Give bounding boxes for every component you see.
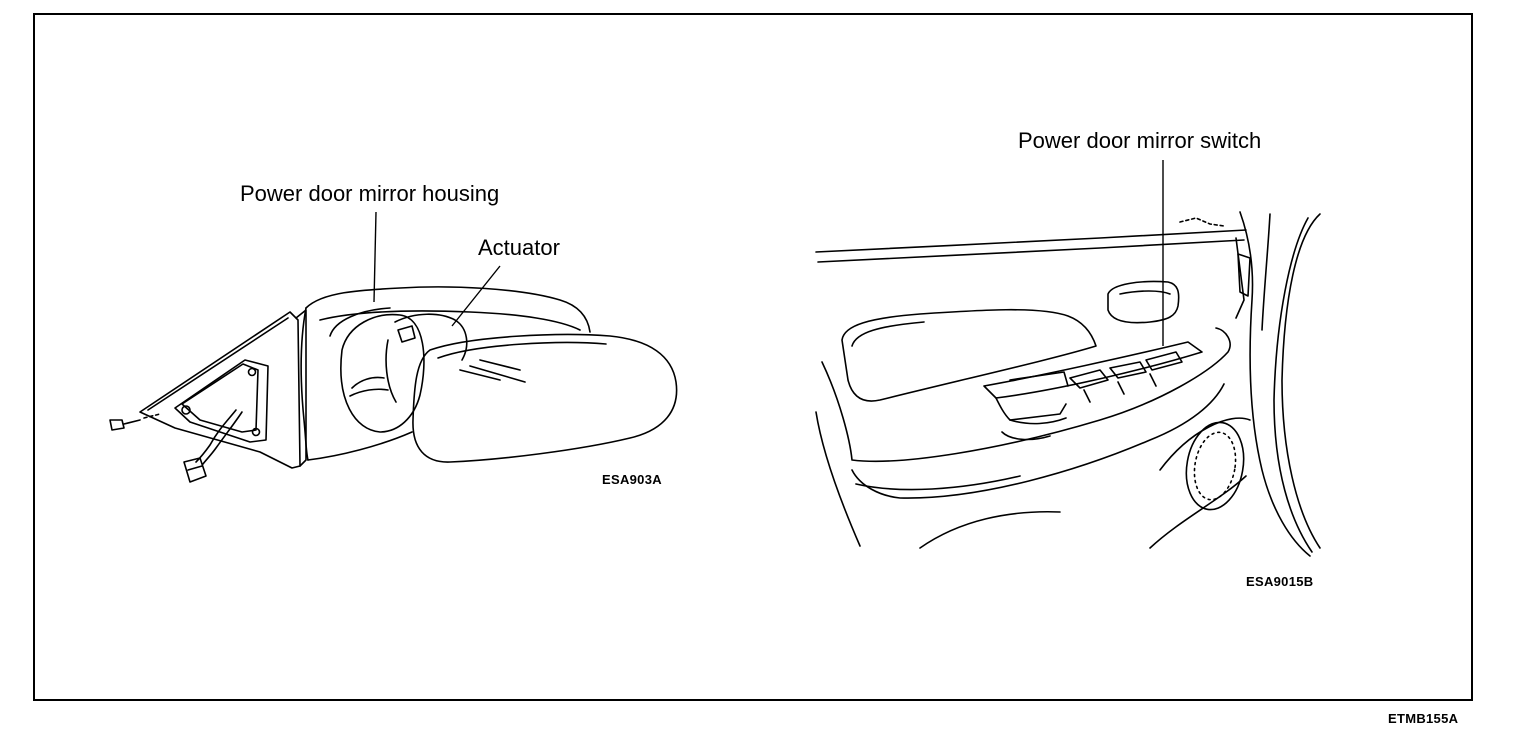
left-panel-code: ESA903A bbox=[602, 472, 662, 487]
callout-power-door-mirror-housing: Power door mirror housing bbox=[240, 181, 500, 206]
mirror-actuator bbox=[349, 313, 468, 403]
mirror-switch-panel bbox=[983, 341, 1203, 425]
figure-frame bbox=[33, 13, 1473, 701]
door-speaker bbox=[1185, 421, 1245, 511]
door-panel-lower bbox=[815, 327, 1251, 549]
door-frame-edge bbox=[1235, 211, 1321, 557]
housing-leader-line bbox=[373, 211, 377, 303]
mirror-glass bbox=[412, 333, 678, 463]
mirror-mount-plate bbox=[139, 309, 307, 469]
door-armrest-pad bbox=[841, 308, 1097, 402]
door-handle bbox=[1107, 280, 1180, 324]
actuator-leader-line bbox=[451, 265, 501, 327]
right-panel-code: ESA9015B bbox=[1246, 574, 1314, 589]
figure-code: ETMB155A bbox=[1388, 711, 1459, 726]
callout-power-door-mirror-switch: Power door mirror switch bbox=[1018, 128, 1262, 153]
mirror-housing bbox=[300, 286, 591, 461]
mirror-bolt-and-connector bbox=[109, 409, 243, 483]
callout-actuator: Actuator bbox=[478, 235, 560, 260]
door-top-trim bbox=[815, 217, 1247, 263]
